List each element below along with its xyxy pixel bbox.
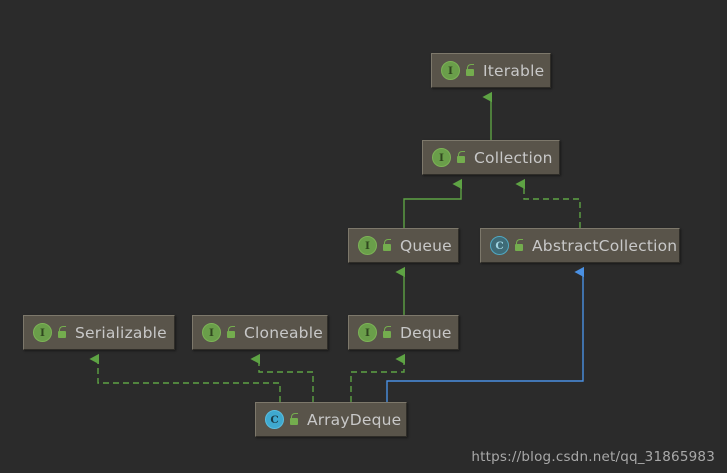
interface-icon: I: [202, 323, 221, 342]
node-label: Collection: [474, 148, 553, 167]
edge-queue-to-collection: [403, 178, 462, 228]
edge-arraydeque-to-serializable: [89, 353, 281, 402]
edge-arraydeque-to-abstractcollection: [386, 266, 584, 402]
edge-arraydeque-to-cloneable: [250, 353, 314, 402]
interface-icon: I: [358, 323, 377, 342]
node-serializable[interactable]: I Serializable: [23, 315, 175, 350]
public-unlocked-padlock-icon: [382, 239, 393, 252]
public-unlocked-padlock-icon: [465, 64, 476, 77]
node-label: Queue: [400, 236, 452, 255]
public-unlocked-padlock-icon: [456, 151, 467, 164]
node-label: ArrayDeque: [307, 410, 402, 429]
interface-icon: I: [33, 323, 52, 342]
node-arraydeque[interactable]: C ArrayDeque: [255, 402, 407, 437]
abstract-class-icon: C: [490, 236, 509, 255]
node-label: Serializable: [75, 323, 167, 342]
edge-abstractcollection-to-collection: [515, 178, 581, 228]
public-unlocked-padlock-icon: [289, 413, 300, 426]
node-label: AbstractCollection: [532, 236, 678, 255]
public-unlocked-padlock-icon: [382, 326, 393, 339]
class-icon: C: [265, 410, 284, 429]
edge-arraydeque-to-deque: [350, 353, 405, 402]
public-unlocked-padlock-icon: [514, 239, 525, 252]
node-iterable[interactable]: I Iterable: [431, 53, 551, 88]
node-collection[interactable]: I Collection: [422, 140, 560, 175]
interface-icon: I: [441, 61, 460, 80]
node-queue[interactable]: I Queue: [348, 228, 459, 263]
node-cloneable[interactable]: I Cloneable: [192, 315, 328, 350]
node-abstractcollection[interactable]: C AbstractCollection: [480, 228, 680, 263]
interface-icon: I: [432, 148, 451, 167]
watermark-url: https://blog.csdn.net/qq_31865983: [471, 449, 715, 465]
interface-icon: I: [358, 236, 377, 255]
public-unlocked-padlock-icon: [226, 326, 237, 339]
node-label: Deque: [400, 323, 452, 342]
node-label: Cloneable: [244, 323, 323, 342]
public-unlocked-padlock-icon: [57, 326, 68, 339]
node-deque[interactable]: I Deque: [348, 315, 459, 350]
node-label: Iterable: [483, 61, 545, 80]
